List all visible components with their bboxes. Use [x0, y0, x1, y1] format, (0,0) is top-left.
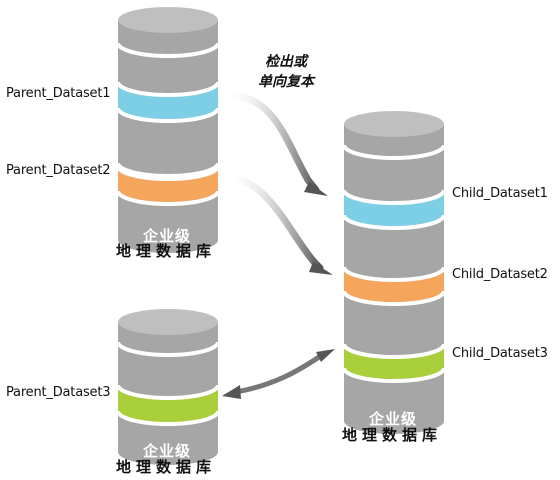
child-dataset-1-label: Child_Dataset1: [452, 186, 548, 201]
parent-dataset-1-label: Parent_Dataset1: [6, 86, 111, 101]
parent-database-2: [116, 309, 220, 465]
parent-db-1-caption-bottom: 地理数据库: [116, 242, 217, 260]
parent-dataset-3-label: Parent_Dataset3: [6, 385, 111, 400]
parent-dataset-1-band: [118, 84, 218, 119]
separator: [342, 144, 446, 160]
separator: [116, 107, 220, 123]
operation-line-1: 检出或: [265, 54, 307, 70]
two-way-arrow: [233, 352, 325, 395]
checkout-arrow-1: [222, 91, 320, 194]
operation-line-2: 单向复本: [258, 74, 314, 90]
arrowhead-icon: [304, 182, 328, 196]
child-dataset-3-band: [344, 346, 444, 379]
separator: [342, 367, 446, 383]
child-dataset-1-band: [344, 192, 444, 226]
cylinder-top: [118, 7, 218, 33]
parent-db-2-caption-top: 企业级: [143, 442, 192, 460]
separator: [116, 190, 220, 206]
arrowhead-icon: [222, 385, 241, 399]
child-db-caption-bottom: 地理数据库: [342, 426, 443, 444]
child-database: [342, 111, 446, 434]
separator: [342, 214, 446, 230]
child-dataset-2-band: [344, 269, 444, 302]
separator: [116, 162, 220, 178]
separator: [342, 189, 446, 205]
separator: [116, 81, 220, 97]
separator: [116, 384, 220, 400]
separator: [342, 343, 446, 359]
cylinder-top: [344, 111, 444, 137]
operation-label: 检出或 单向复本: [246, 52, 326, 92]
parent-dataset-2-label: Parent_Dataset2: [6, 163, 111, 178]
child-db-caption-top: 企业级: [369, 410, 418, 428]
child-dataset-3-label: Child_Dataset3: [452, 346, 548, 361]
arrowhead-icon: [309, 262, 333, 275]
separator: [116, 42, 220, 58]
parent-database-1: [116, 7, 220, 253]
arrowhead-icon: [316, 349, 335, 362]
parent-dataset-3-band: [118, 387, 218, 422]
checkout-arrow-2: [222, 172, 324, 272]
separator: [342, 290, 446, 306]
cylinder-top: [118, 309, 218, 335]
parent-db-2-caption-bottom: 地理数据库: [116, 458, 217, 476]
parent-dataset-2-band: [118, 168, 218, 202]
separator: [116, 410, 220, 426]
child-dataset-2-label: Child_Dataset2: [452, 267, 548, 282]
parent-db-1-caption-top: 企业级: [143, 227, 192, 245]
separator: [116, 165, 220, 181]
cylinder-body: [118, 322, 218, 465]
separator: [342, 266, 446, 282]
separator: [116, 341, 220, 357]
